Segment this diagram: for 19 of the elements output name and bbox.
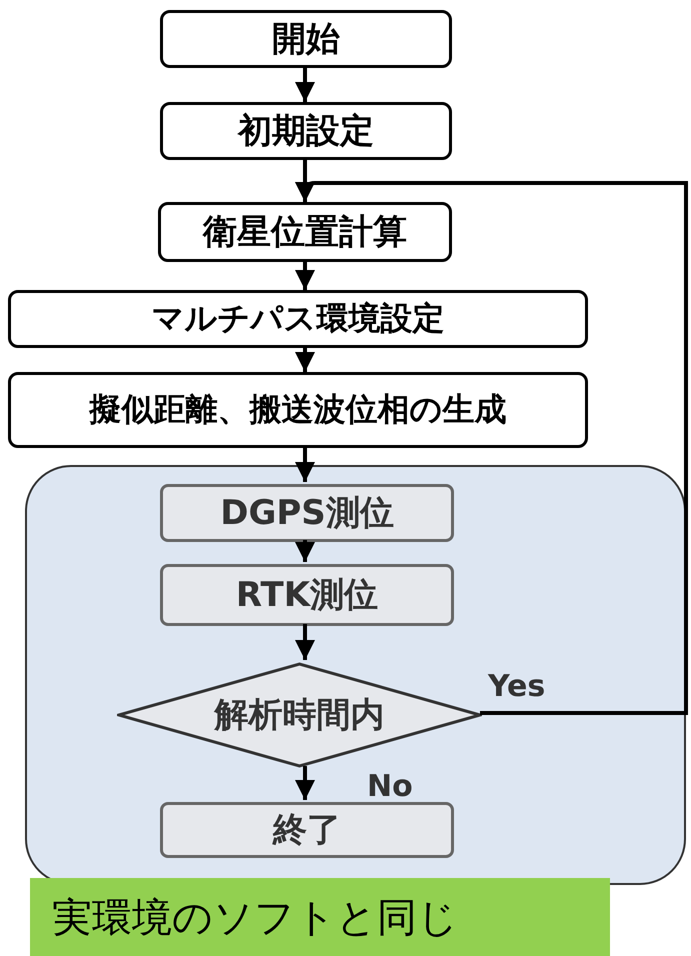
arrow xyxy=(295,181,688,715)
arrow xyxy=(295,540,315,562)
arrow xyxy=(295,348,315,372)
process-box: DGPS測位 xyxy=(160,484,454,542)
arrow xyxy=(295,68,315,102)
process-box: 初期設定 xyxy=(160,102,452,160)
process-box: 衛星位置計算 xyxy=(158,202,452,262)
process-box: 開始 xyxy=(160,10,452,68)
process-box: マルチパス環境設定 xyxy=(8,290,588,348)
group-panel xyxy=(25,465,686,885)
arrow xyxy=(295,262,315,290)
arrow xyxy=(295,624,315,660)
process-box: RTK測位 xyxy=(160,564,454,626)
decision-diamond: 解析時間内 xyxy=(117,662,482,768)
arrow xyxy=(295,448,315,482)
process-box: 終了 xyxy=(160,802,454,858)
process-box: 擬似距離、搬送波位相の生成 xyxy=(8,372,588,448)
note-box: 実環境のソフトと同じ xyxy=(30,878,610,956)
arrow xyxy=(295,766,315,800)
